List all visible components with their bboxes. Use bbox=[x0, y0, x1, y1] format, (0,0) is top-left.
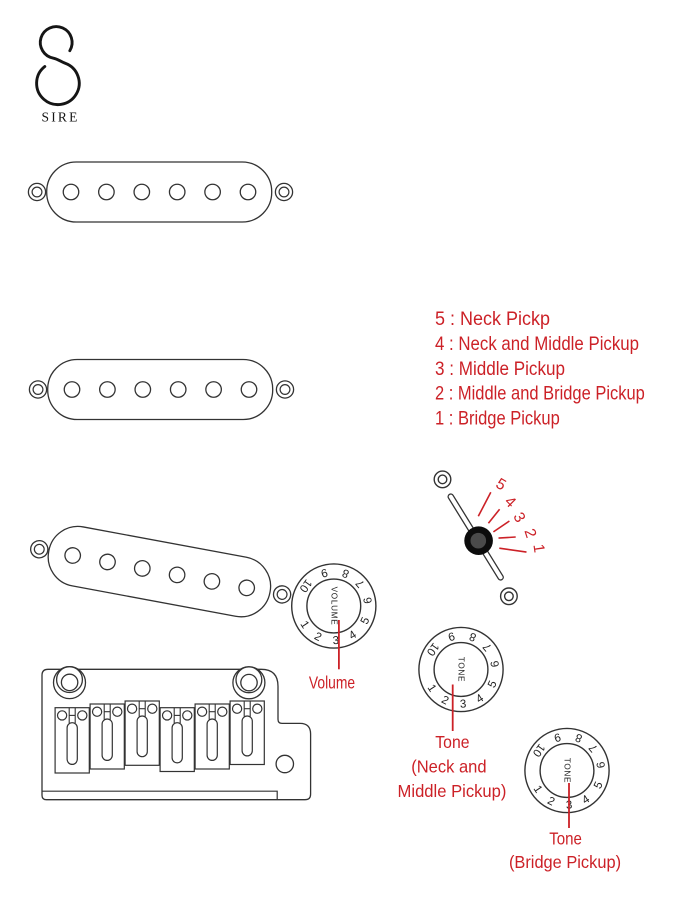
svg-text:5: 5 bbox=[359, 615, 373, 626]
svg-text:3: 3 bbox=[332, 635, 339, 647]
svg-text:8: 8 bbox=[341, 566, 351, 579]
svg-text:5: 5 bbox=[486, 679, 500, 690]
svg-text:4 : Neck and Middle Pickup: 4 : Neck and Middle Pickup bbox=[435, 333, 639, 355]
svg-text:Volume: Volume bbox=[309, 672, 355, 692]
svg-text:6: 6 bbox=[489, 660, 502, 668]
svg-text:Tone: Tone bbox=[435, 732, 469, 752]
svg-text:8: 8 bbox=[468, 630, 478, 643]
svg-text:(Neck and: (Neck and bbox=[411, 756, 486, 776]
svg-text:1 : Bridge Pickup: 1 : Bridge Pickup bbox=[435, 408, 560, 430]
svg-text:5 : Neck Pickp: 5 : Neck Pickp bbox=[435, 308, 550, 330]
svg-text:6: 6 bbox=[595, 761, 608, 769]
svg-text:1: 1 bbox=[425, 683, 439, 695]
svg-text:TONE: TONE bbox=[563, 758, 572, 783]
svg-text:9: 9 bbox=[319, 566, 328, 579]
svg-text:1: 1 bbox=[529, 543, 547, 554]
svg-text:(Bridge Pickup): (Bridge Pickup) bbox=[509, 852, 621, 872]
svg-text:Tone: Tone bbox=[549, 828, 582, 848]
svg-text:9: 9 bbox=[447, 629, 456, 642]
svg-text:5: 5 bbox=[592, 780, 606, 791]
svg-text:2: 2 bbox=[312, 630, 323, 644]
svg-text:3: 3 bbox=[460, 698, 467, 710]
svg-text:1: 1 bbox=[531, 784, 545, 796]
svg-text:3 : Middle Pickup: 3 : Middle Pickup bbox=[435, 358, 565, 380]
svg-text:Middle Pickup): Middle Pickup) bbox=[398, 781, 507, 801]
svg-text:8: 8 bbox=[574, 731, 584, 744]
svg-text:1: 1 bbox=[297, 619, 311, 631]
svg-text:2: 2 bbox=[439, 694, 450, 708]
svg-text:SIRE: SIRE bbox=[42, 110, 80, 125]
svg-text:TONE: TONE bbox=[457, 657, 466, 682]
svg-text:9: 9 bbox=[553, 730, 562, 743]
svg-text:6: 6 bbox=[362, 596, 375, 604]
svg-text:2: 2 bbox=[545, 795, 556, 809]
svg-text:2 : Middle and Bridge Pickup: 2 : Middle and Bridge Pickup bbox=[435, 383, 645, 405]
svg-text:VOLUME: VOLUME bbox=[329, 587, 338, 626]
